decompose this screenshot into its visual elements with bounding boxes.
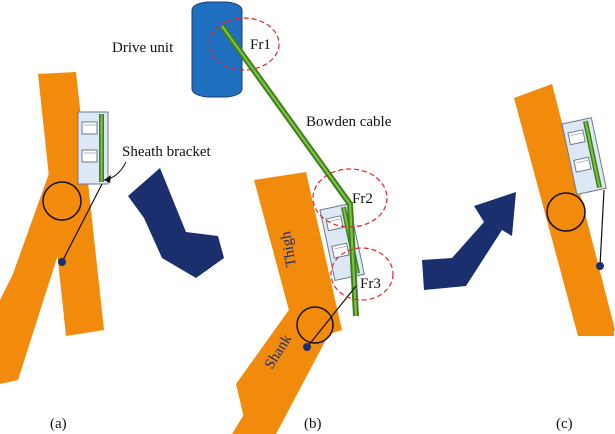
drive-unit-body [191,1,243,98]
label-fr3: Fr3 [360,276,381,292]
panel-a: Sheath bracket [0,72,212,384]
friction-circle-fr2 [312,168,388,228]
transition-arrow-ab [128,168,224,278]
label-thigh: Thigh [278,230,300,269]
cable-segment-c [599,189,605,267]
cable-segment-b [307,285,357,347]
thigh-limb-b [254,172,342,344]
friction-circle-fr3 [330,247,394,301]
friction-circle-fr1 [208,17,280,71]
cable-segment-a [61,183,103,263]
sheath-bracket-pointer-head [104,175,111,183]
label-sheath-bracket: Sheath bracket [122,144,212,160]
transition-arrow-bc [422,192,516,290]
leg-limb-c-main [514,84,614,336]
cable-anchor-pin-b [303,343,311,351]
knee-joint-a [42,181,82,221]
bowden-cable-inner [221,25,358,317]
sheath-bracket-a [77,111,109,185]
panel-c [514,84,615,336]
knee-joint-b [296,306,334,344]
caption-c: (c) [556,416,573,432]
cable-anchor-pin-a [58,258,66,266]
cable-anchor-pin-c [596,262,604,270]
thigh-limb-a-main [38,72,104,336]
label-drive-unit: Drive unit [112,40,174,56]
label-bowden-cable: Bowden cable [306,114,392,130]
caption-b: (b) [304,416,322,432]
caption-a: (a) [50,416,67,432]
label-fr1: Fr1 [250,37,271,53]
knee-joint-c [546,192,586,232]
label-fr2: Fr2 [352,191,373,207]
panel-b: Drive unit Fr1 Bowden cable Fr2 Fr3 Thig… [112,1,394,434]
